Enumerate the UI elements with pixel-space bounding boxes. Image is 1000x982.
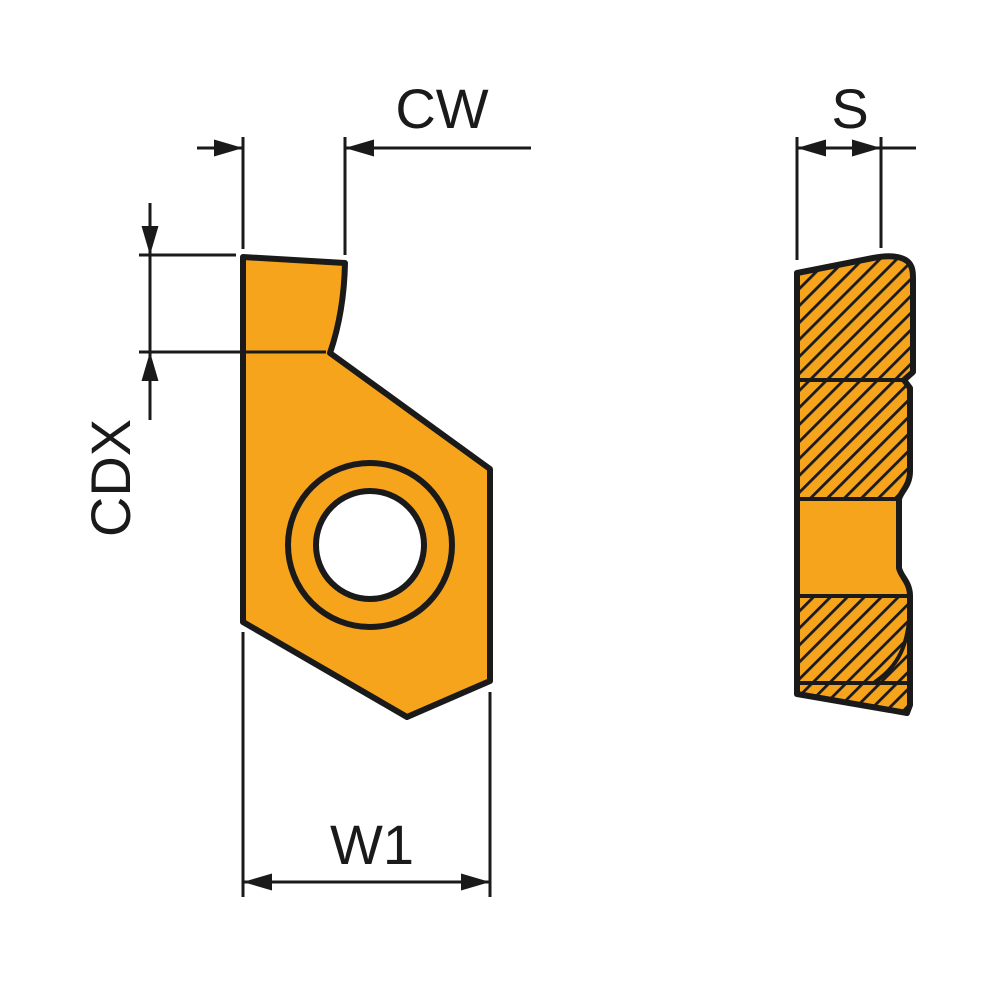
cdx-arrowhead-top [141, 226, 159, 255]
w1-label: W1 [330, 813, 414, 876]
s-label: S [831, 77, 868, 140]
dim-w1: W1 [241, 632, 492, 897]
front-view [240, 254, 493, 720]
cdx-arrowhead-bottom [141, 352, 159, 381]
w1-arrowhead-left [243, 873, 272, 891]
hatch-region-bottom [797, 596, 913, 713]
side-view [794, 253, 916, 716]
cw-arrowhead-right [345, 139, 374, 157]
side-view-section-lines [795, 378, 912, 685]
dimensions: CW S CDX [79, 77, 916, 897]
dim-cw: CW [197, 77, 531, 255]
seat-fillet-curve [873, 600, 912, 684]
dim-cdx: CDX [79, 203, 326, 537]
hatch-region-top [797, 256, 913, 499]
cw-label: CW [395, 77, 488, 140]
side-view-hatching [797, 256, 913, 713]
cw-arrowhead-left [214, 139, 243, 157]
s-arrowhead-right [852, 139, 881, 157]
dim-s: S [795, 77, 916, 260]
cdx-label: CDX [79, 419, 142, 537]
s-arrowhead-left [797, 139, 826, 157]
hole-bore [313, 488, 427, 602]
w1-arrowhead-right [461, 873, 490, 891]
